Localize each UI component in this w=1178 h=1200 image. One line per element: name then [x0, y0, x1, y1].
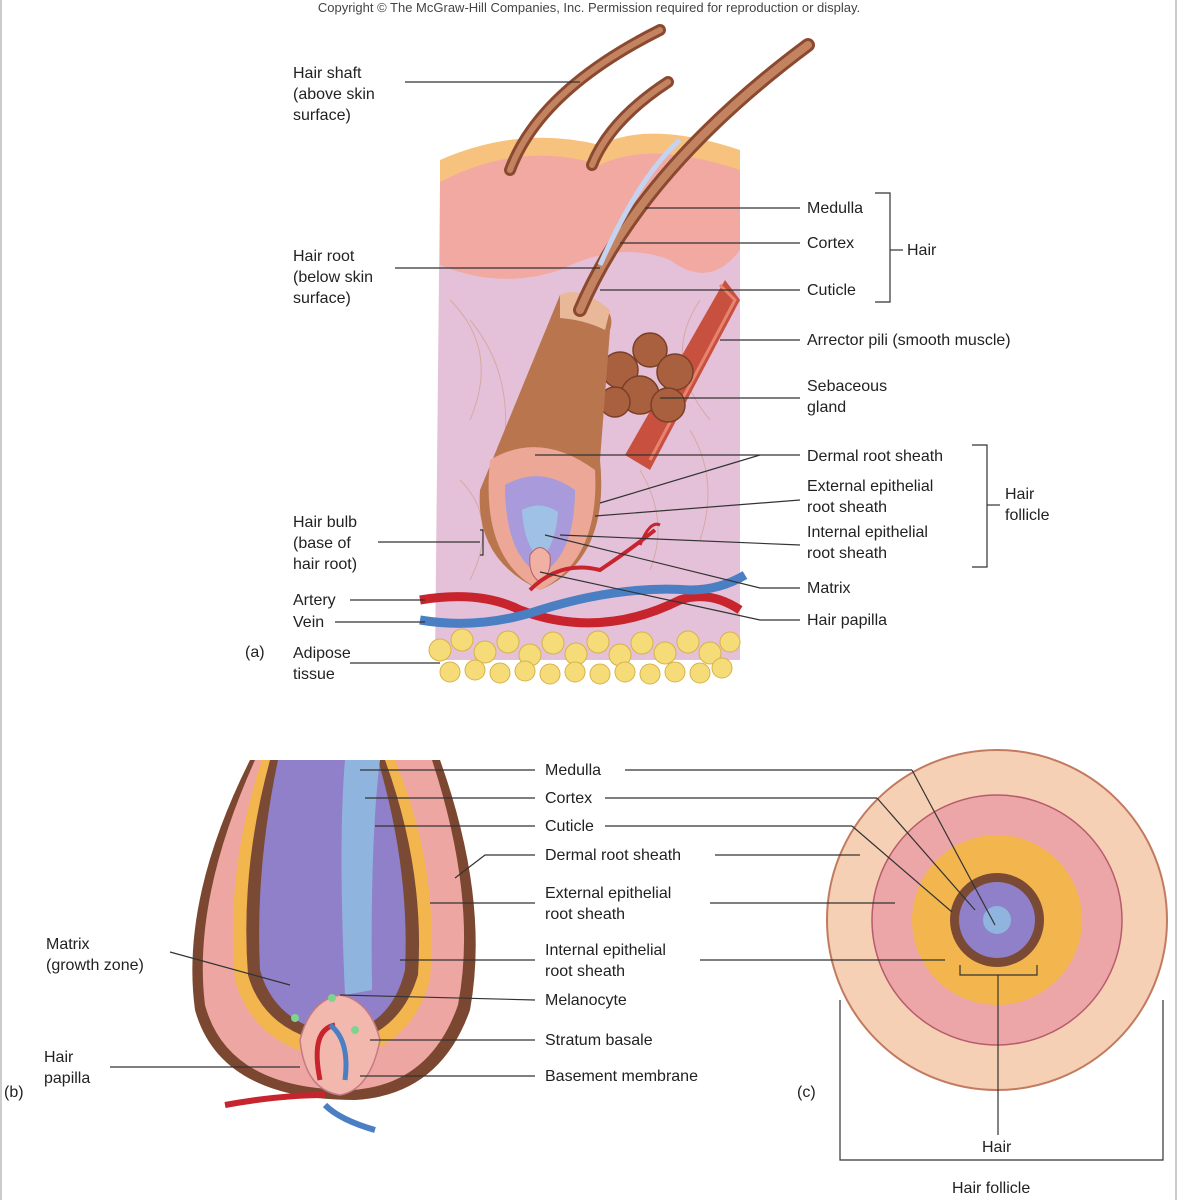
panel-a-letter: (a)	[245, 644, 265, 661]
label-melanocyte: Melanocyte	[545, 992, 627, 1009]
panel-a-leader-lines	[335, 81, 1000, 664]
label-matrix-b: Matrix (growth zone)	[46, 936, 144, 974]
label-hair-group: Hair	[907, 242, 937, 259]
label-arrector-pili: Arrector pili (smooth muscle)	[807, 332, 1011, 349]
label-hair-follicle-group: Hair follicle	[1005, 486, 1050, 524]
panel-b-letter: (b)	[4, 1084, 24, 1101]
label-basement-membrane: Basement membrane	[545, 1068, 698, 1085]
panel-c-leader-lines	[605, 769, 1164, 1161]
label-hair-bulb: Hair bulb (base of hair root)	[293, 514, 358, 573]
label-hair-follicle-c: Hair follicle	[952, 1180, 1031, 1197]
label-hair-papilla-b: Hair papilla	[44, 1049, 91, 1087]
label-artery: Artery	[293, 592, 336, 609]
panel-c-illustration	[826, 749, 1168, 1091]
label-cortex-a: Cortex	[807, 235, 855, 252]
label-vein: Vein	[293, 614, 325, 631]
panel-c-letter: (c)	[797, 1084, 816, 1101]
label-dermal-root-sheath-a: Dermal root sheath	[807, 448, 944, 465]
label-external-sheath-b: External epithelial root sheath	[545, 885, 672, 923]
label-medulla-b: Medulla	[545, 762, 602, 779]
panel-b-illustration	[192, 760, 476, 1133]
label-stratum-basale: Stratum basale	[545, 1032, 653, 1049]
label-hair-root: Hair root (below skin surface)	[293, 248, 374, 307]
label-cuticle-b: Cuticle	[545, 818, 594, 835]
label-external-sheath-a: External epithelial root sheath	[807, 478, 934, 516]
label-dermal-root-sheath-b: Dermal root sheath	[545, 847, 682, 864]
copyright-notice: Copyright © The McGraw-Hill Companies, I…	[317, 0, 861, 15]
panel-b-leader-lines	[110, 769, 536, 1077]
label-medulla-a: Medulla	[807, 200, 864, 217]
label-adipose-tissue: Adipose tissue	[293, 645, 351, 683]
label-cuticle-a: Cuticle	[807, 282, 856, 299]
label-hair-shaft: Hair shaft (above skin surface)	[293, 65, 375, 124]
label-hair-papilla-a: Hair papilla	[807, 612, 888, 629]
panel-a-illustration	[419, 24, 815, 685]
label-internal-sheath-b: Internal epithelial root sheath	[545, 942, 666, 980]
label-cortex-b: Cortex	[545, 790, 593, 807]
label-sebaceous-gland: Sebaceous gland	[807, 378, 888, 416]
label-internal-sheath-a: Internal epithelial root sheath	[807, 524, 928, 562]
label-hair-c: Hair	[982, 1139, 1012, 1156]
label-matrix-a: Matrix	[807, 580, 851, 597]
